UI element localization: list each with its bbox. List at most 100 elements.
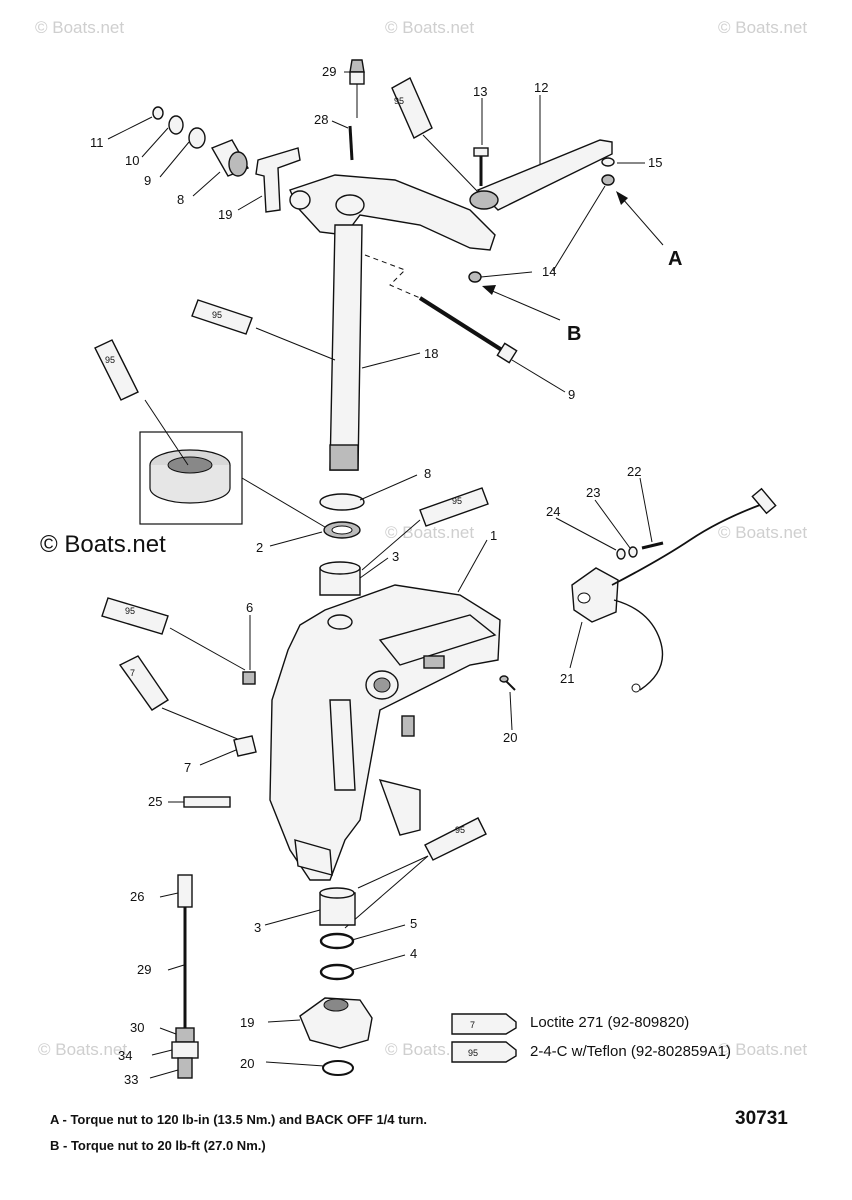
label-22: 20	[503, 730, 517, 745]
part-7-bushing	[233, 735, 257, 757]
label-6: 6	[246, 600, 253, 615]
label-27: 25	[148, 794, 162, 809]
svg-text:95: 95	[452, 496, 462, 506]
part-6-fitting	[242, 671, 256, 685]
parts-28-34-stack	[171, 874, 199, 1079]
label-9: 9	[568, 387, 575, 402]
note-a: A - Torque nut to 120 lb-in (13.5 Nm.) a…	[50, 1112, 428, 1127]
part-22-screw	[499, 675, 516, 691]
svg-text:95: 95	[455, 825, 465, 835]
part-23-trim-sensor	[571, 487, 777, 693]
seal-detail-inset	[139, 399, 331, 531]
watermark-mid-center: © Boats.net	[385, 523, 474, 542]
part-30-fitting	[349, 59, 365, 118]
part-24-screw	[641, 541, 664, 550]
callout-a-label: A	[668, 248, 682, 270]
label-16: 14	[542, 264, 556, 279]
part-8-washer	[319, 493, 365, 511]
label-12: 10	[125, 153, 139, 168]
label-34: 34	[118, 1048, 132, 1063]
label-7: 7	[184, 760, 191, 775]
svg-text:7: 7	[470, 1020, 475, 1030]
part-4-ring	[319, 963, 355, 981]
part-5-ring	[319, 932, 355, 950]
legend-tube-icon-95: 95	[451, 1041, 517, 1063]
figure-number: 30731	[735, 1108, 788, 1129]
part-20-ring	[322, 1060, 354, 1076]
part-2-seal	[323, 521, 361, 539]
label-30: 29	[322, 64, 336, 79]
part-9-bolt	[418, 296, 518, 364]
label-10: 8	[177, 192, 184, 207]
parts-13-12-11-washers	[152, 106, 206, 149]
label-21: 19	[218, 207, 232, 222]
part-21-clip	[255, 147, 301, 213]
part-18-steering-tube	[329, 224, 363, 471]
label-8: 8	[424, 466, 431, 481]
label-5: 5	[410, 916, 417, 931]
svg-text:95: 95	[105, 355, 115, 365]
legend-tube-icon-7: 7	[451, 1013, 517, 1035]
part-3-bushing-lower	[319, 887, 356, 926]
watermark-bottom-right: © Boats.net	[718, 1040, 807, 1059]
watermark-bold: © Boats.net	[40, 531, 166, 558]
part-number-labels: 29 28 13 12 15 14 11 10 9 8 19 18 9 8 2 …	[90, 64, 662, 1087]
label-23: 21	[560, 671, 574, 686]
watermark-top-left: © Boats.net	[35, 18, 124, 37]
label-4: 4	[410, 946, 417, 961]
part-15-bolt	[473, 147, 489, 186]
part-27-pin	[183, 796, 231, 808]
grease-tube-95-top: 95	[391, 77, 479, 193]
part-14-steering-arm	[469, 139, 613, 211]
label-24: 22	[627, 464, 641, 479]
label-3-lower: 3	[254, 920, 261, 935]
callout-b-label: B	[567, 323, 581, 345]
leader-lines	[107, 71, 653, 1079]
part-26-washer	[616, 548, 626, 560]
callout-b-arrow: B	[482, 285, 581, 345]
label-15: 13	[473, 84, 487, 99]
part-10-bushing	[210, 139, 250, 177]
legend-grease-text: 2-4-C w/Teflon (92-802859A1)	[530, 1043, 731, 1060]
grease-tube-95-right-upper: 95	[361, 487, 489, 571]
watermark-top-center: © Boats.net	[385, 18, 474, 37]
grease-tube-95-left-middle: 95	[101, 597, 246, 671]
label-32: 30	[130, 1020, 144, 1035]
label-1: 1	[490, 528, 497, 543]
label-28: 26	[130, 889, 144, 904]
part-3-bushing-upper	[319, 561, 361, 596]
svg-text:95: 95	[125, 606, 135, 616]
watermark-bottom-left: © Boats.net	[38, 1040, 127, 1059]
note-b: B - Torque nut to 20 lb-ft (27.0 Nm.)	[50, 1138, 266, 1153]
label-31: 29	[137, 962, 151, 977]
callout-a-arrow: A	[616, 191, 682, 270]
watermark-mid-right: © Boats.net	[718, 523, 807, 542]
loctite-tube-7: 7	[118, 655, 241, 741]
part-16-nut-lower	[468, 271, 482, 283]
label-11: 9	[144, 173, 151, 188]
label-18: 18	[424, 346, 438, 361]
label-20: 20	[240, 1056, 254, 1071]
part-19-steering-link	[299, 997, 373, 1049]
label-14: 12	[534, 80, 548, 95]
part-16-nut-upper	[601, 174, 615, 186]
svg-text:95: 95	[468, 1048, 478, 1058]
legend-loctite-text: Loctite 271 (92-809820)	[530, 1014, 690, 1031]
svg-text:7: 7	[130, 668, 135, 678]
svg-text:95: 95	[394, 96, 404, 106]
label-25: 23	[586, 485, 600, 500]
svg-text:95: 95	[212, 310, 222, 320]
label-33: 33	[124, 1072, 138, 1087]
grease-tube-95-left: 95	[94, 339, 139, 401]
label-3-upper: 3	[392, 549, 399, 564]
grease-tube-95-left-upper: 95	[191, 299, 336, 361]
label-26: 24	[546, 504, 560, 519]
label-2: 2	[256, 540, 263, 555]
label-19: 19	[240, 1015, 254, 1030]
steering-yoke	[289, 174, 496, 251]
grease-tube-95-right-lower: 95	[344, 817, 487, 929]
label-17: 15	[648, 155, 662, 170]
part-17-washer	[601, 157, 615, 167]
watermark-top-right: © Boats.net	[718, 18, 807, 37]
